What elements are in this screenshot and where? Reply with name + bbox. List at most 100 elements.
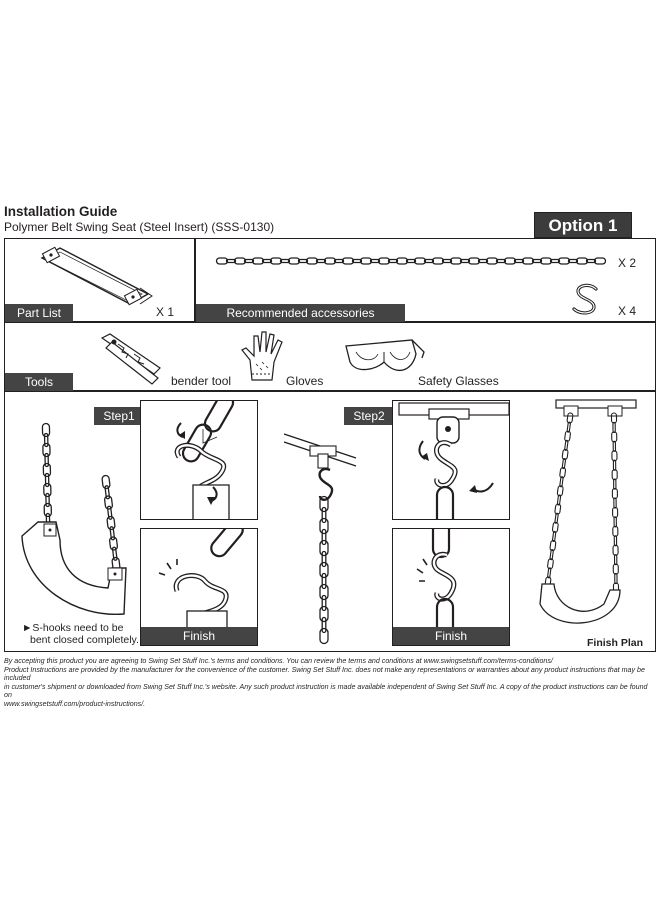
chain-link bbox=[613, 516, 617, 528]
chain-link bbox=[485, 257, 499, 265]
swing-seat-icon bbox=[40, 246, 153, 306]
finish-plan-icon bbox=[539, 399, 637, 624]
chain-link bbox=[321, 594, 327, 612]
chain-link bbox=[613, 554, 618, 566]
chain-link bbox=[413, 257, 427, 265]
finish2-panel bbox=[392, 528, 510, 646]
chain-link bbox=[551, 530, 557, 542]
chain-link bbox=[567, 258, 579, 264]
chain-link bbox=[611, 469, 618, 481]
chain-link bbox=[585, 258, 597, 264]
chain-link bbox=[315, 258, 327, 264]
chain-link bbox=[423, 258, 435, 264]
chain-link bbox=[109, 526, 116, 541]
chain-link bbox=[44, 472, 50, 488]
tools-label: Tools bbox=[5, 373, 73, 391]
finish1-label: Finish bbox=[141, 627, 257, 645]
chain-link bbox=[554, 503, 562, 515]
chain-link bbox=[459, 258, 471, 264]
chain-link bbox=[405, 258, 417, 264]
chain-link bbox=[556, 485, 564, 497]
chain-link bbox=[521, 257, 535, 265]
chain-link bbox=[319, 517, 329, 535]
chain-link bbox=[321, 528, 327, 546]
tool-bender-label: bender tool bbox=[171, 374, 232, 388]
chain-link bbox=[611, 488, 618, 500]
chain-link bbox=[321, 506, 327, 524]
chain-link bbox=[106, 515, 116, 531]
chain-link bbox=[559, 467, 567, 479]
s-hook-icon bbox=[572, 283, 598, 315]
footer-line-2: Product Instructions are provided by the… bbox=[4, 665, 645, 683]
chain-link bbox=[287, 257, 301, 265]
chain-link bbox=[611, 431, 618, 443]
chain-link bbox=[279, 258, 291, 264]
chain-link bbox=[321, 550, 327, 568]
chain-link bbox=[612, 440, 617, 452]
chain-link bbox=[321, 572, 327, 590]
footer-line-3: in customer's shipment or downloaded fro… bbox=[4, 682, 648, 700]
step1-label: Step1 bbox=[94, 407, 144, 425]
chain-link bbox=[395, 257, 409, 265]
chain-link bbox=[251, 257, 265, 265]
part-list-label: Part List bbox=[5, 304, 73, 322]
chain-link bbox=[612, 459, 617, 471]
chain-link bbox=[613, 497, 617, 509]
chain-link bbox=[547, 558, 554, 570]
chain-link bbox=[108, 536, 119, 551]
s-hook-note: ►S-hooks need to be bbox=[22, 622, 123, 634]
chain-link bbox=[359, 257, 373, 265]
page-title: Installation Guide bbox=[4, 204, 118, 219]
chain-link bbox=[319, 627, 329, 645]
chain-link bbox=[549, 549, 554, 561]
chain-link bbox=[351, 258, 363, 264]
chain-link bbox=[561, 458, 567, 470]
chain-link bbox=[610, 412, 618, 424]
note-line-1: S-hooks need to be bbox=[32, 622, 124, 634]
chain-link bbox=[612, 421, 616, 433]
chain-link bbox=[387, 258, 399, 264]
footer-line-4: www.swingsetstuff.com/product-instructio… bbox=[4, 699, 146, 708]
chain-link bbox=[106, 505, 113, 520]
divider-tools bbox=[4, 390, 656, 392]
chain-link bbox=[269, 257, 283, 265]
chain-link bbox=[561, 448, 569, 460]
chain-link bbox=[441, 258, 453, 264]
s-hook-quantity: X 4 bbox=[618, 304, 637, 318]
chain-link bbox=[225, 258, 237, 264]
chain-link bbox=[513, 258, 525, 264]
beam-chain-icon bbox=[283, 433, 357, 645]
chain-link bbox=[531, 258, 543, 264]
chain-link bbox=[44, 452, 50, 468]
divider-vertical bbox=[194, 238, 196, 322]
chain-link bbox=[323, 257, 337, 265]
bender-tool-icon bbox=[100, 333, 161, 385]
chain-link bbox=[593, 257, 607, 265]
chain-link bbox=[41, 422, 51, 438]
option-badge: Option 1 bbox=[534, 212, 632, 238]
chain-link bbox=[333, 258, 345, 264]
chain-link bbox=[477, 258, 489, 264]
chain-link bbox=[566, 421, 571, 433]
page-subtitle: Polymer Belt Swing Seat (Steel Insert) (… bbox=[4, 220, 275, 234]
chain-link bbox=[551, 521, 559, 533]
chain-link bbox=[566, 412, 574, 424]
tool-glasses-label: Safety Glasses bbox=[418, 374, 499, 388]
chain-link bbox=[564, 439, 569, 451]
chain-link bbox=[261, 258, 273, 264]
chain-link bbox=[233, 257, 247, 265]
chain-link bbox=[321, 616, 327, 634]
chain-link bbox=[377, 257, 391, 265]
chain-link bbox=[549, 258, 561, 264]
hanging-swing-icon bbox=[21, 422, 127, 615]
chain-link bbox=[42, 462, 52, 478]
chain-link bbox=[557, 257, 571, 265]
chain-link bbox=[549, 540, 557, 552]
accessories-label: Recommended accessories bbox=[196, 304, 405, 322]
chain-icon bbox=[215, 257, 607, 265]
chain-link bbox=[554, 512, 559, 524]
chain-link bbox=[564, 430, 571, 442]
s-hook-note-line-2: bent closed completely. bbox=[30, 634, 139, 646]
chain-link bbox=[612, 506, 619, 518]
finish2-label: Finish bbox=[393, 627, 509, 645]
